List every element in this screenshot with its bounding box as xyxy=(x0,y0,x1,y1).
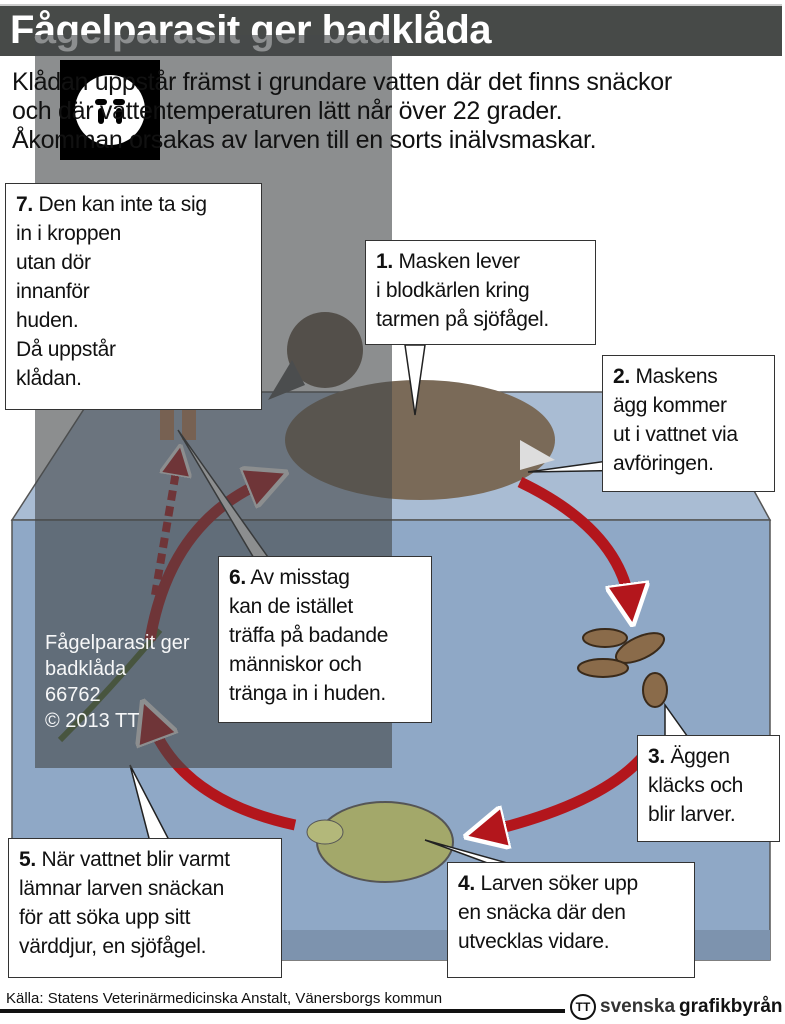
source-text: Källa: Statens Veterinärmedicinska Ansta… xyxy=(6,990,443,1007)
step-number: 3. xyxy=(648,745,665,768)
intro-line: och där vattentemperaturen lätt når över… xyxy=(12,97,563,125)
intro-text: Klådan uppstår främst i grundare vatten … xyxy=(12,68,672,155)
step-number: 4. xyxy=(458,872,475,895)
step-text: Den kan inte ta sig xyxy=(38,193,207,216)
tt-logo-icon: TT xyxy=(570,994,596,1020)
step-number: 7. xyxy=(16,193,33,216)
intro-line: Klådan uppstår främst i grundare vatten … xyxy=(12,68,672,96)
footer-divider xyxy=(0,1009,565,1013)
step-number: 5. xyxy=(19,848,36,871)
brand-logo: TT svenska grafikbyrån xyxy=(570,994,783,1020)
step-number: 2. xyxy=(613,365,630,388)
step-number: 1. xyxy=(376,250,393,273)
step-number: 6. xyxy=(229,566,246,589)
intro-line: Åkomman orsakas av larven till en sorts … xyxy=(12,126,597,154)
snail-illustration xyxy=(306,801,454,883)
eggs-illustration xyxy=(577,628,668,708)
tt-watermark-logo xyxy=(60,60,160,160)
